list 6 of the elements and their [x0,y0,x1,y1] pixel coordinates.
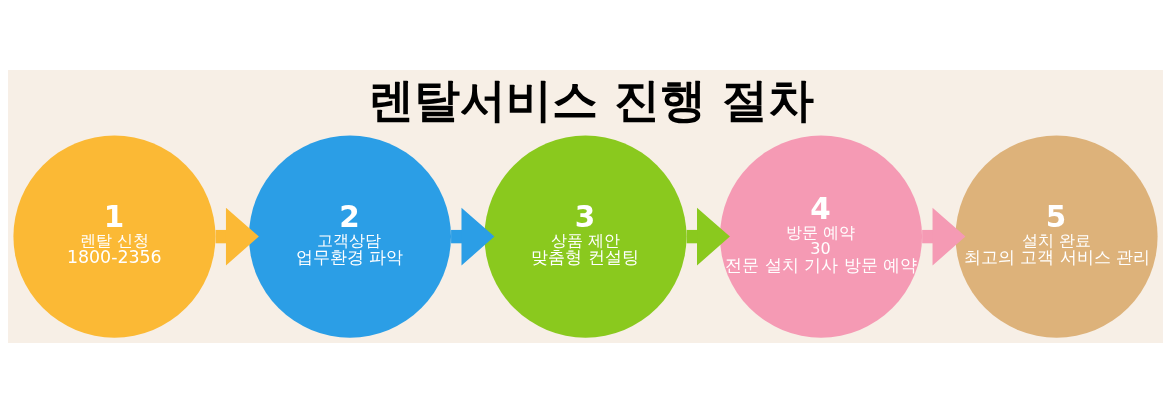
node-circle: 1 렌탈 신청 1800-2356 [13,135,216,338]
node-circle: 3 상품 제안 맞춤형 컨설팅 [484,135,687,338]
node-circle: 2 고객상담 업무환경 파악 [248,135,451,338]
diagram-title: 렌탈서비스 진행 절차 [368,73,814,127]
node-circle: 5 설치 완료 최고의 고객 서비스 관리 [955,135,1158,338]
node-circle: 4 방문 예약 30 전문 설치 기사 방문 예약 [720,135,923,338]
